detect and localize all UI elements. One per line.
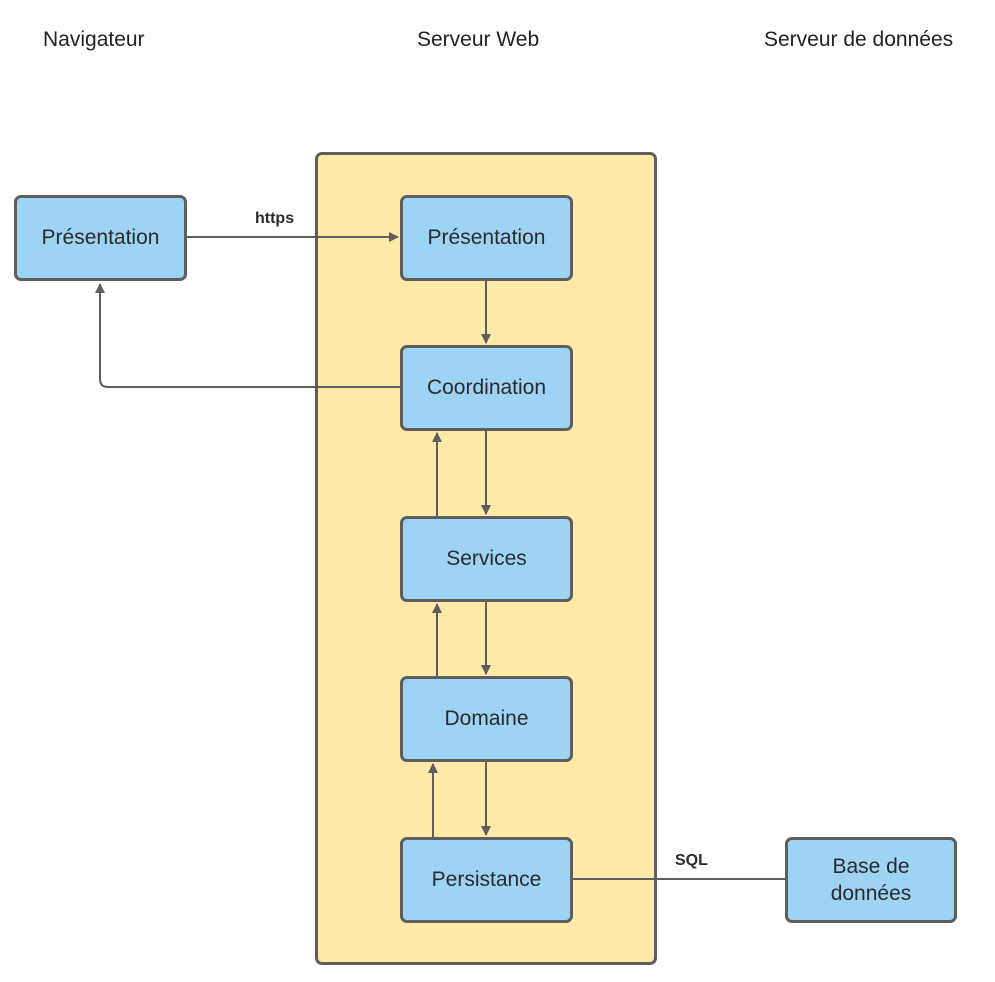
node-persistance: Persistance xyxy=(400,837,573,923)
node-services: Services xyxy=(400,516,573,602)
node-label: Présentation xyxy=(427,226,546,250)
edge-label-https: https xyxy=(255,210,295,227)
node-base-de-donnees: Base de données xyxy=(785,837,957,923)
node-label: Domaine xyxy=(444,707,529,731)
node-browser-presentation: Présentation xyxy=(14,195,187,281)
node-label: Base de données xyxy=(830,854,912,905)
node-web-presentation: Présentation xyxy=(400,195,573,281)
column-title-navigateur: Navigateur xyxy=(43,28,145,51)
node-domaine: Domaine xyxy=(400,676,573,762)
edge-label-sql: SQL xyxy=(675,852,708,869)
column-title-serveur-web: Serveur Web xyxy=(417,28,540,51)
column-title-serveur-donnees: Serveur de données xyxy=(764,28,954,51)
node-coordination: Coordination xyxy=(400,345,573,431)
node-label: Coordination xyxy=(426,376,547,400)
node-label: Présentation xyxy=(41,226,160,250)
node-label: Services xyxy=(446,547,527,571)
node-label: Persistance xyxy=(431,868,542,892)
